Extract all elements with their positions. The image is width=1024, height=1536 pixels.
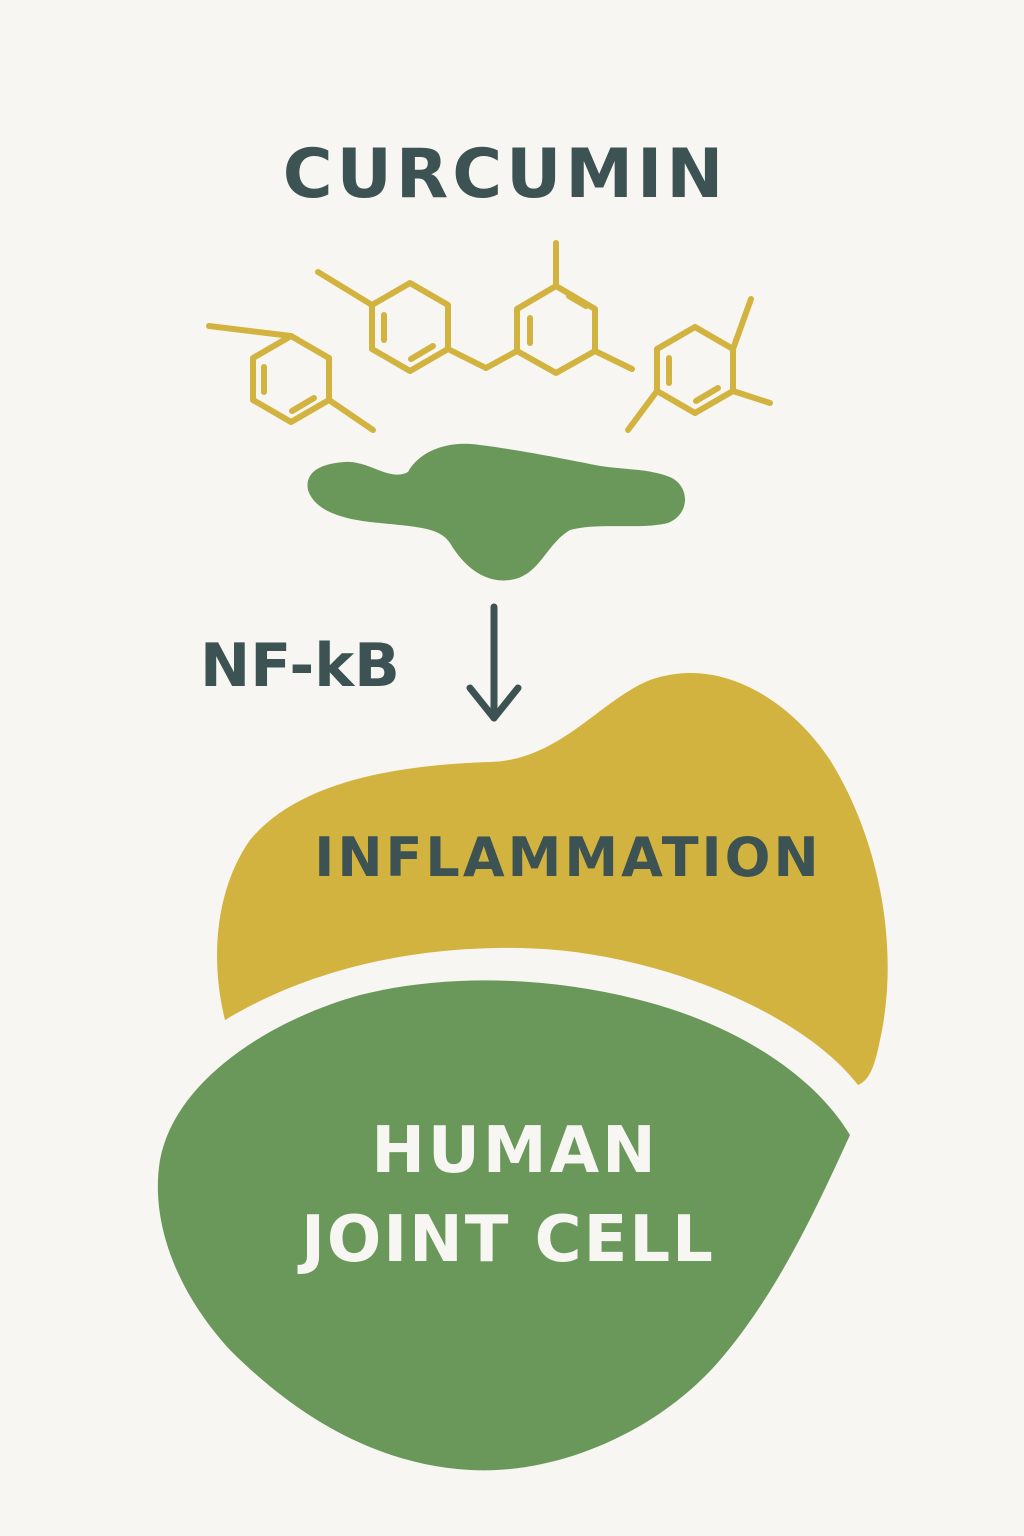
benzene-ring-4 (625, 296, 773, 433)
inhibition-arrow (466, 603, 522, 722)
inflammation-blob (217, 672, 888, 1085)
benzene-ring-2 (315, 269, 489, 374)
joint-cell-label-line2: JOINT CELL (297, 1203, 715, 1277)
title: CURCUMIN (283, 135, 727, 214)
nfkb-label: NF-kB (200, 631, 400, 701)
nfkb-protein-blob (307, 443, 686, 581)
joint-cell-blob (157, 980, 850, 1471)
joint-cell-label-line1: HUMAN (371, 1114, 658, 1188)
inflammation-label: INFLAMMATION (314, 826, 821, 889)
benzene-ring-3 (483, 240, 635, 376)
curcumin-molecule (206, 240, 773, 433)
benzene-ring-1 (206, 323, 376, 433)
